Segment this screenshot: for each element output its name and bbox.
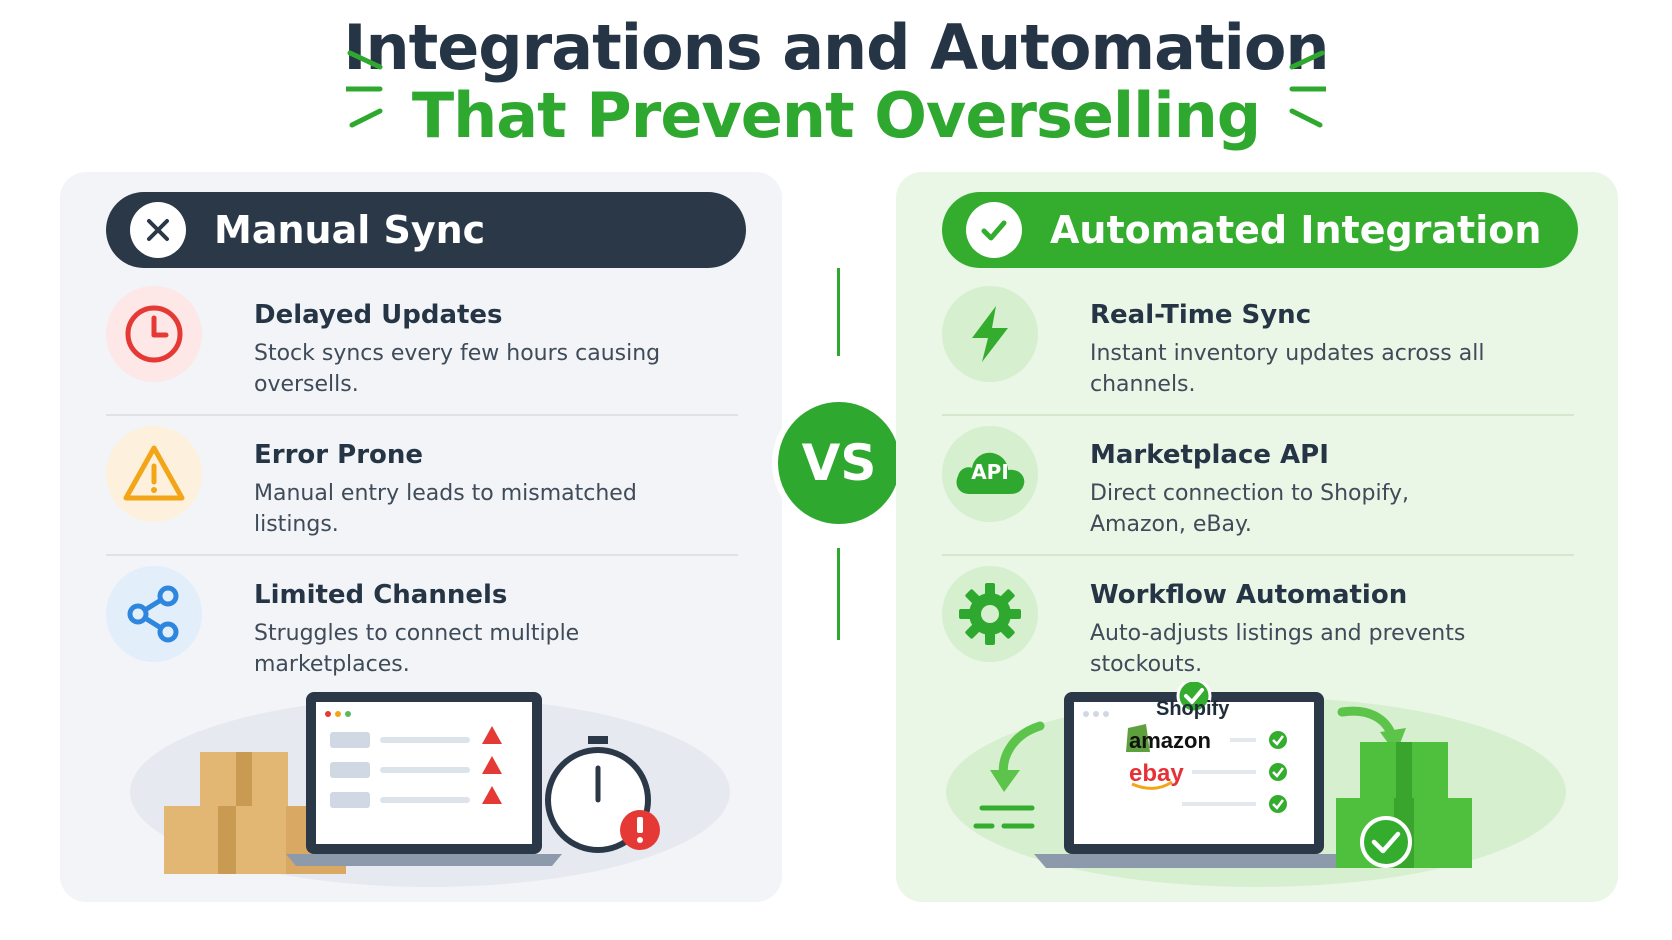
list-item-marketplace-api: API Marketplace API Direct connection to… bbox=[942, 416, 1582, 556]
vs-badge: VS bbox=[778, 402, 900, 524]
gear-icon bbox=[942, 566, 1038, 662]
share-nodes-icon bbox=[106, 566, 202, 662]
list-item-limited-channels: Limited Channels Struggles to connect mu… bbox=[106, 556, 746, 677]
automated-integration-title: Automated Integration bbox=[1050, 208, 1542, 252]
page-title: Integrations and Automation That Prevent… bbox=[0, 14, 1672, 150]
divider bbox=[942, 414, 1574, 416]
amazon-logo: amazon bbox=[1129, 728, 1211, 753]
warning-icon bbox=[106, 426, 202, 522]
shopify-logo: Shopify bbox=[1156, 698, 1230, 720]
clock-icon bbox=[106, 286, 202, 382]
item-description: Direct connection to Shopify, Amazon, eB… bbox=[1090, 481, 1409, 537]
item-title: Delayed Updates bbox=[254, 300, 503, 330]
automated-integration-header: Automated Integration bbox=[942, 192, 1578, 268]
item-description: Auto-adjusts listings and prevents stock… bbox=[1090, 621, 1466, 677]
green-boxes-icon bbox=[1336, 742, 1472, 868]
list-item-workflow-automation: Workflow Automation Auto-adjusts listing… bbox=[942, 556, 1582, 677]
divider bbox=[106, 414, 738, 416]
manual-sync-header: Manual Sync bbox=[106, 192, 746, 268]
title-line-1: Integrations and Automation bbox=[343, 11, 1329, 84]
list-item-error-prone: Error Prone Manual entry leads to mismat… bbox=[106, 416, 746, 556]
vs-divider-top bbox=[837, 268, 840, 356]
item-description: Manual entry leads to mismatched listing… bbox=[254, 481, 637, 537]
vs-divider-bottom bbox=[837, 548, 840, 640]
laptop-icon bbox=[286, 692, 562, 866]
burst-lines-right-icon bbox=[1289, 50, 1326, 128]
automated-integration-panel: Automated Integration Real-Time Sync Ins… bbox=[896, 172, 1618, 902]
x-icon bbox=[130, 202, 186, 258]
item-description: Struggles to connect multiple marketplac… bbox=[254, 621, 580, 677]
item-title: Workflow Automation bbox=[1090, 580, 1408, 610]
item-title: Error Prone bbox=[254, 440, 424, 470]
lightning-icon bbox=[942, 286, 1038, 382]
item-title: Marketplace API bbox=[1090, 440, 1329, 470]
vs-label: VS bbox=[801, 434, 877, 492]
api-cloud-icon: API bbox=[942, 426, 1038, 522]
ebay-logo: ebay bbox=[1129, 760, 1184, 787]
item-description: Stock syncs every few hours causing over… bbox=[254, 341, 661, 397]
automated-integration-illustration bbox=[946, 682, 1566, 887]
item-title: Real-Time Sync bbox=[1090, 300, 1312, 330]
laptop-icon bbox=[1034, 682, 1354, 868]
api-label: API bbox=[971, 460, 1009, 484]
item-description: Instant inventory updates across all cha… bbox=[1090, 341, 1485, 397]
divider bbox=[106, 554, 738, 556]
item-title: Limited Channels bbox=[254, 580, 508, 610]
check-icon bbox=[966, 202, 1022, 258]
title-line-2: That Prevent Overselling bbox=[411, 79, 1261, 152]
manual-sync-title: Manual Sync bbox=[214, 208, 486, 252]
burst-lines-left-icon bbox=[346, 50, 383, 128]
manual-sync-illustration bbox=[130, 692, 730, 887]
stopwatch-icon bbox=[545, 736, 660, 853]
list-item-real-time-sync: Real-Time Sync Instant inventory updates… bbox=[942, 276, 1582, 416]
divider bbox=[942, 554, 1574, 556]
manual-sync-panel: Manual Sync Delayed Updates Stock syncs … bbox=[60, 172, 782, 902]
list-item-delayed-updates: Delayed Updates Stock syncs every few ho… bbox=[106, 276, 746, 416]
status-check-icon bbox=[1269, 731, 1287, 813]
shopify-bag-icon bbox=[1126, 724, 1150, 752]
